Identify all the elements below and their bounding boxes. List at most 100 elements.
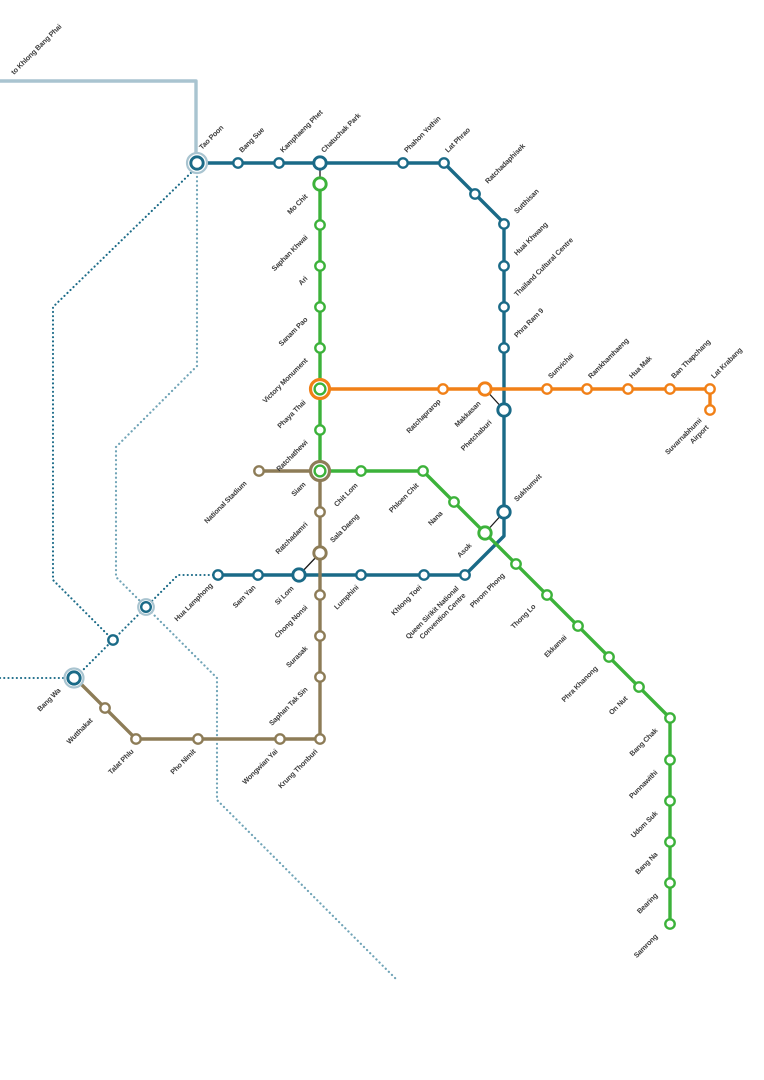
- label-punnawithi: Punnawithi: [627, 768, 660, 801]
- station-pho-nimit: [192, 733, 204, 745]
- label-bang-chak: Bang Chak: [627, 726, 659, 758]
- label-sala-daeng: Sala Daeng: [328, 512, 361, 545]
- label-makkasan: Makkasan: [453, 399, 483, 429]
- silom-line-path: [72, 469, 322, 741]
- station-phra-ram-9: [498, 342, 510, 354]
- label-krung-thonburi: Krung Thonburi: [276, 747, 319, 790]
- station-sutthisan: [498, 218, 510, 230]
- station-chit-lom: [355, 465, 367, 477]
- label-saphan-khwai: Saphan Khwai: [270, 233, 310, 273]
- label-ban-thapchang: Ban Thapchang: [669, 337, 712, 380]
- label-ratchadamri: Ratchadamri: [273, 520, 309, 556]
- label-pho-nimit: Pho Nimit: [168, 747, 198, 777]
- label-surasak: Surasak: [284, 644, 310, 670]
- station-si-lom: [291, 567, 307, 583]
- label-lat-phrao: Lat Phrao: [443, 125, 472, 154]
- label-on-nut: On Nut: [607, 694, 630, 717]
- stations: [63, 151, 716, 930]
- station-ekkamai: [572, 620, 584, 632]
- station-queen-sirikit: [459, 569, 471, 581]
- label-asok: Asok: [455, 541, 473, 559]
- station-ari: [314, 260, 326, 272]
- label-wongwian-yai: Wongwian Yai: [240, 747, 279, 786]
- label-ekkamai: Ekkamai: [542, 633, 568, 659]
- station-sunvichai: [541, 383, 553, 395]
- station-national-stadium: [253, 465, 265, 477]
- station-phahon-yothin: [397, 157, 409, 169]
- station-udom-suk: [664, 795, 676, 807]
- station-ban-thapchang: [664, 383, 676, 395]
- label-sukhumvit: Sukhumvit: [512, 471, 544, 503]
- station-sanam-pao: [314, 301, 326, 313]
- station-phrom-phong: [510, 558, 522, 570]
- station-bang-na: [664, 836, 676, 848]
- station-ratchaprarop: [437, 383, 449, 395]
- label-sunvichai: Sunvichai: [546, 351, 576, 381]
- station-khlong-toei: [418, 569, 430, 581]
- label-nana: Nana: [426, 508, 445, 527]
- station-thong-lo: [541, 589, 553, 601]
- label-bang-sue: Bang Sue: [237, 125, 266, 154]
- station-future-interchange: [139, 601, 152, 614]
- label-wutthakat: Wutthakat: [65, 716, 95, 746]
- station-sala-daeng: [312, 545, 328, 561]
- label-bang-na: Bang Na: [633, 849, 660, 876]
- label-bang-wa: Bang Wa: [35, 685, 63, 713]
- station-chong-nonsi: [314, 589, 326, 601]
- label-bearing: Bearing: [635, 891, 660, 916]
- label-si-lom: Si Lom: [273, 584, 296, 607]
- station-hua-lamphong: [212, 569, 224, 581]
- label-tao-poon: Tao Poon: [197, 123, 225, 151]
- station-punnawithi: [664, 754, 676, 766]
- station-saphan-khwai: [314, 219, 326, 231]
- station-ratchadaphisek: [469, 188, 481, 200]
- label-phra-ram-9: Phra Ram 9: [512, 306, 545, 339]
- station-lumphini: [355, 569, 367, 581]
- label-chong-nonsi: Chong Nonsi: [273, 603, 310, 640]
- future-light-line-path: [114, 166, 400, 983]
- station-phra-khanong: [603, 651, 615, 663]
- future-line-hualamphong-bangwa-path: [73, 573, 215, 680]
- station-phaya-thai: [313, 382, 327, 396]
- label-victory-monument: Victory Monument: [261, 356, 310, 405]
- label-lat-krabang: Lat Krabang: [709, 346, 744, 381]
- label-phaya-thai: Phaya Thai: [275, 398, 307, 430]
- label-phra-khanong: Phra Khanong: [560, 664, 600, 704]
- station-talat-phlu: [130, 733, 142, 745]
- label-sanam-pao: Sanam Pao: [277, 315, 310, 348]
- station-nana: [448, 496, 460, 508]
- station-krung-thonburi: [314, 733, 326, 745]
- future-lines: [0, 165, 400, 983]
- station-ramkhamhaeng: [581, 383, 593, 395]
- label-ratchadaphisek: Ratchadaphisek: [483, 141, 527, 185]
- label-lumphini: Lumphini: [332, 583, 360, 611]
- label-sam-yan: Sam Yan: [231, 583, 258, 610]
- station-samrong: [664, 918, 676, 930]
- label-chatuchak-park: Chatuchak Park: [319, 111, 362, 154]
- station-tao-poon: [189, 155, 205, 171]
- station-asok: [477, 525, 493, 541]
- label-mo-chit: Mo Chit: [285, 192, 310, 217]
- lines: [0, 79, 712, 924]
- label-to-khlong-bang-phai: to Khlong Bang Phai: [9, 22, 63, 76]
- station-thailand-cultural-centre: [498, 301, 510, 313]
- station-suvarnabhumi-airport: [704, 404, 716, 416]
- label-khlong-toei: Khlong Toei: [389, 583, 423, 617]
- label-siam: Siam: [289, 480, 307, 498]
- label-phahon-yothin: Phahon Yothin: [402, 114, 442, 154]
- sukhumvit-line-path: [318, 184, 672, 924]
- label-national-stadium: National Stadium: [202, 479, 248, 525]
- interchange-connectors: [298, 163, 505, 576]
- label-ramkhamhaeng: Ramkhamhaeng: [586, 336, 630, 380]
- label-samrong: Samrong: [632, 932, 660, 960]
- station-bang-wa: [66, 670, 82, 686]
- label-saphan-tak-sin: Saphan Tak Sin: [267, 685, 309, 727]
- station-phetchaburi: [496, 402, 512, 418]
- label-talat-phlu: Talat Phlu: [106, 747, 135, 776]
- station-lat-krabang: [704, 383, 716, 395]
- station-phloen-chit: [417, 465, 429, 477]
- station-wutthakat: [99, 702, 111, 714]
- label-ratchaprarop: Ratchaprarop: [404, 397, 443, 436]
- station-bang-sue: [232, 157, 244, 169]
